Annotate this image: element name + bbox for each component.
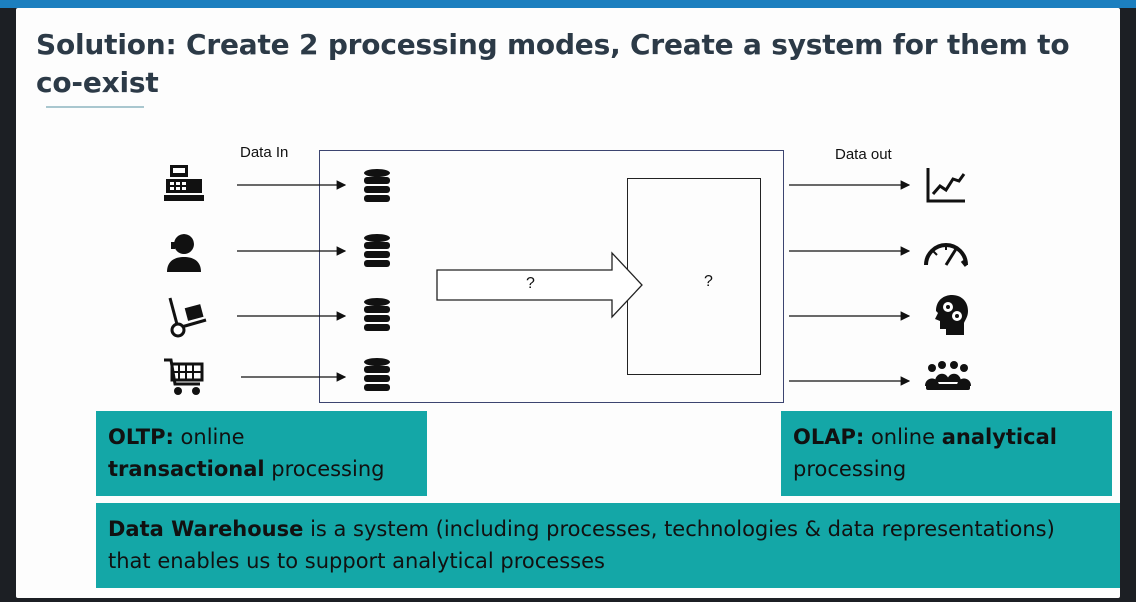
data-warehouse-callout: Data Warehouse is a system (including pr…: [96, 503, 1120, 588]
transfer-block-arrow: [436, 251, 643, 319]
oltp-callout: OLTP: online transactional processing: [96, 411, 427, 496]
shopping-cart-icon: [162, 356, 206, 402]
customer-service-icon: [164, 230, 204, 278]
top-accent-bar: [0, 0, 1136, 8]
olap-text1: online: [864, 425, 942, 449]
database-icon: [362, 357, 392, 397]
hand-truck-icon: [164, 296, 210, 342]
olap-callout: OLAP: online analytical processing: [781, 411, 1112, 496]
olap-term: OLAP:: [793, 425, 865, 449]
cash-register-icon: [162, 163, 206, 207]
dw-term: Data Warehouse: [108, 517, 304, 541]
dw-text2: that enables us to support analytical pr…: [108, 549, 605, 573]
gauge-icon: [922, 233, 970, 273]
database-icon: [362, 297, 392, 337]
data-in-label: Data In: [240, 144, 289, 161]
oltp-bold: transactional: [108, 457, 265, 481]
database-icon: [362, 233, 392, 273]
head-gears-icon: [930, 293, 970, 341]
oltp-text1: online: [173, 425, 245, 449]
data-out-label: Data out: [835, 146, 892, 163]
database-icon: [362, 168, 392, 208]
line-chart-icon: [925, 166, 967, 208]
slide-title: Solution: Create 2 processing modes, Cre…: [36, 28, 1070, 99]
slide: [16, 8, 1120, 598]
oltp-text2: processing: [264, 457, 385, 481]
olap-text2: processing: [793, 457, 907, 481]
box-question-mark: ?: [704, 273, 713, 290]
title-underline: [46, 106, 144, 108]
oltp-term: OLTP:: [108, 425, 174, 449]
dw-text1: is a system (including processes, techno…: [303, 517, 1055, 541]
olap-bold: analytical: [941, 425, 1057, 449]
processing-system-box: [319, 150, 784, 403]
arrow-question-mark: ?: [526, 275, 535, 292]
group-people-icon: [924, 360, 972, 396]
